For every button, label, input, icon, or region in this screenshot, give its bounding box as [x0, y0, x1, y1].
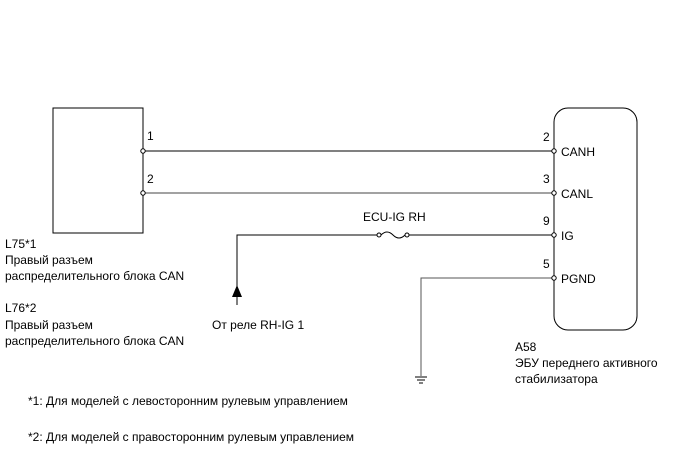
fuse-label: ECU-IG RH — [363, 210, 426, 224]
footnote-2: *2: Для моделей с правосторонним рулевым… — [28, 430, 354, 444]
left-pin-2: 2 — [147, 172, 154, 186]
fuse-icon — [376, 231, 410, 239]
connector-desc: Правый разъем — [5, 318, 93, 332]
connector-code-l75: L75*1 — [5, 237, 37, 251]
ecu-pin-name: IG — [561, 229, 574, 243]
ecu-pin-num: 3 — [543, 172, 550, 186]
ecu-pin-num: 5 — [543, 257, 550, 271]
left-connector-box — [52, 107, 144, 234]
pin-terminals — [140, 148, 557, 281]
ecu-box — [553, 107, 638, 331]
ecu-pin-name: CANL — [561, 187, 593, 201]
relay-source-label: От реле RH-IG 1 — [212, 318, 304, 332]
ecu-pin-name: CANH — [561, 145, 595, 159]
connector-desc: распределительного блока CAN — [5, 269, 184, 283]
ecu-code: A58 — [515, 340, 537, 354]
left-pin-1: 1 — [147, 129, 154, 143]
ecu-name: ЭБУ переднего активного — [515, 356, 658, 370]
wire-ig-left — [236, 234, 378, 305]
connector-desc: распределительного блока CAN — [5, 334, 184, 348]
ecu-pin-num: 2 — [543, 130, 550, 144]
footnote-1: *1: Для моделей с левосторонним рулевым … — [28, 394, 348, 408]
ecu-name: стабилизатора — [515, 372, 598, 386]
ecu-pin-num: 9 — [543, 214, 550, 228]
ecu-pin-name: PGND — [561, 272, 596, 286]
arrow-up-icon — [232, 285, 242, 297]
connector-desc: Правый разъем — [5, 253, 93, 267]
connector-code-l76: L76*2 — [5, 301, 37, 315]
wire-pgnd — [420, 277, 554, 376]
ground-icon — [415, 376, 427, 384]
